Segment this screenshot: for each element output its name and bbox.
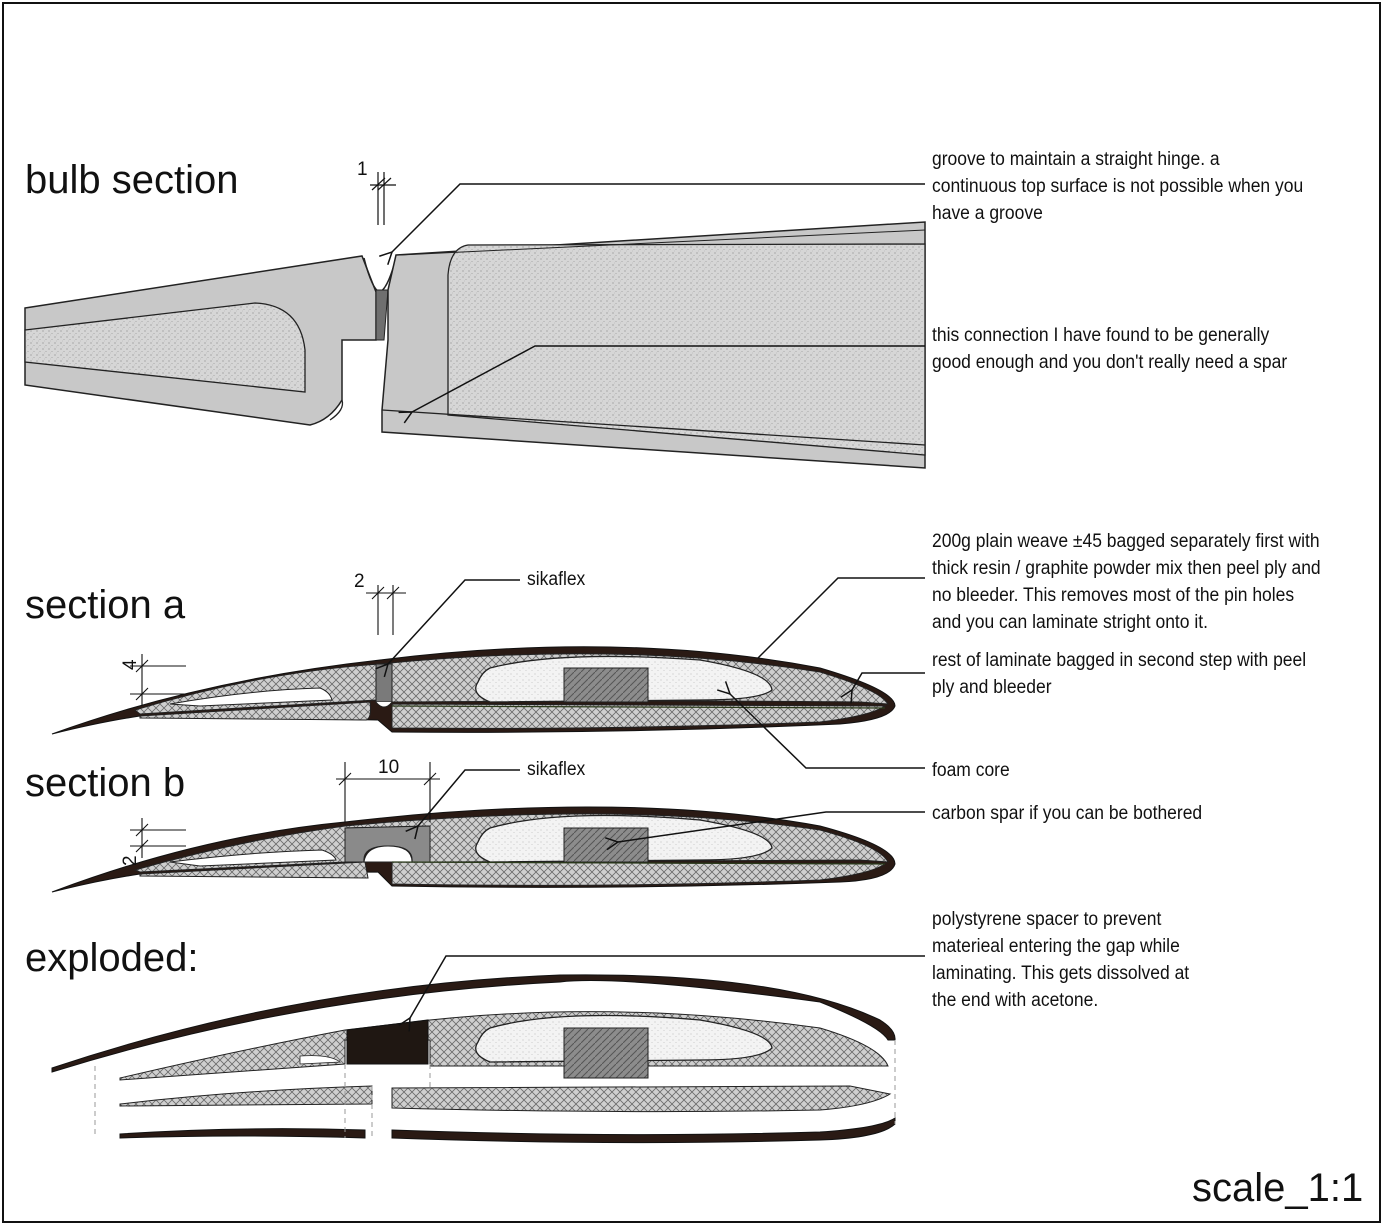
connection-leader <box>412 345 925 412</box>
exploded-lower-laminate-left <box>119 1085 373 1107</box>
exploded-bottom-skin-right <box>391 1117 896 1144</box>
thickness-b-dim: 2 <box>120 855 141 866</box>
plain-weave-leader <box>757 577 925 659</box>
section-b-spar <box>563 827 649 863</box>
bulb-hinge-fill <box>375 289 389 341</box>
thickness-a-dim: 4 <box>120 659 141 670</box>
groove-note: groove to maintain a straight hinge. a c… <box>932 149 1304 224</box>
sikaflex-a-label: sikaflex <box>527 569 586 590</box>
section-a-spar <box>563 667 649 703</box>
groove-leader <box>392 183 925 252</box>
bulb-left-core <box>24 302 306 393</box>
connection-note: this connection I have found to be gener… <box>932 325 1288 373</box>
groove-width-dim: 1 <box>357 159 368 180</box>
section-a-title: section a <box>25 583 186 627</box>
gap-a-dim: 2 <box>354 571 365 592</box>
bulb-section-drawing <box>24 221 926 469</box>
section-b-dims <box>130 762 440 858</box>
sikaflex-a-leader <box>388 579 520 664</box>
spacer-leader <box>410 955 925 1018</box>
section-b-title: section b <box>25 761 186 805</box>
exploded-lower-laminate-right <box>391 1085 892 1113</box>
gap-width-b-dim: 10 <box>378 757 400 778</box>
section-a-drawing <box>51 646 896 735</box>
exploded-spacer <box>346 1019 429 1065</box>
rest-laminate-leader <box>852 672 925 690</box>
plain-weave-note: 200g plain weave ±45 bagged separately f… <box>932 531 1321 633</box>
spacer-note: polystyrene spacer to prevent materieal … <box>932 909 1190 1011</box>
foam-core-leader <box>730 694 925 769</box>
bulb-right-core <box>447 243 926 456</box>
section-b-left-cavity <box>169 849 337 867</box>
carbon-spar-leader <box>618 811 925 842</box>
sikaflex-b-label: sikaflex <box>527 759 586 780</box>
section-a-sikaflex <box>375 663 393 703</box>
section-a-left-cavity <box>169 687 333 707</box>
bulb-section-title: bulb section <box>25 158 239 202</box>
exploded-spar <box>563 1027 649 1079</box>
section-a-dims <box>130 585 406 706</box>
rest-laminate-note: rest of laminate bagged in second step w… <box>932 650 1307 698</box>
section-b-drawing <box>51 806 896 893</box>
exploded-title: exploded: <box>25 936 199 980</box>
exploded-drawing <box>51 974 896 1144</box>
scale-label: scale_1:1 <box>1192 1166 1364 1210</box>
exploded-bottom-skin-left <box>119 1128 366 1139</box>
exploded-top-skin <box>51 974 896 1073</box>
foam-core-note: foam core <box>932 760 1010 781</box>
sikaflex-b-leader <box>418 769 520 826</box>
groove-dimension <box>370 172 396 225</box>
carbon-spar-note: carbon spar if you can be bothered <box>932 803 1203 824</box>
section-a-lower-laminate <box>139 701 371 721</box>
